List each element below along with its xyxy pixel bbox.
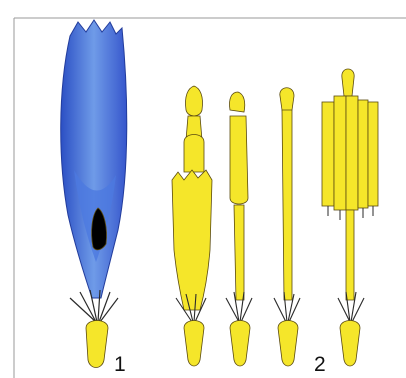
anther-4 xyxy=(358,100,368,208)
anther-3 xyxy=(346,96,358,210)
label-2: 2 xyxy=(314,353,326,376)
corolla-yellow xyxy=(172,170,212,310)
style-shaft xyxy=(282,110,292,300)
floret-1 xyxy=(61,20,127,368)
style-head xyxy=(280,88,294,113)
floret-2d xyxy=(322,69,378,366)
anther-tip xyxy=(185,86,202,116)
ovary-2a xyxy=(184,321,204,367)
floret-2c xyxy=(274,88,300,366)
ovary-2b xyxy=(230,321,250,367)
floret-2a xyxy=(172,86,212,366)
label-1: 1 xyxy=(114,353,126,376)
floret-2b xyxy=(226,92,252,366)
anther-5 xyxy=(368,102,378,206)
corolla-blue xyxy=(61,20,127,298)
anther-2 xyxy=(334,96,346,210)
ovary-2d xyxy=(340,321,360,367)
ovary xyxy=(86,321,108,368)
filament-2b xyxy=(234,205,244,300)
ovary-2c xyxy=(278,321,298,367)
anther-1 xyxy=(322,102,334,206)
anther-lower xyxy=(184,135,204,173)
filament-2d xyxy=(346,210,354,300)
stamen-tip xyxy=(229,92,244,112)
style-knob xyxy=(342,69,354,96)
stamen-head xyxy=(230,116,248,204)
